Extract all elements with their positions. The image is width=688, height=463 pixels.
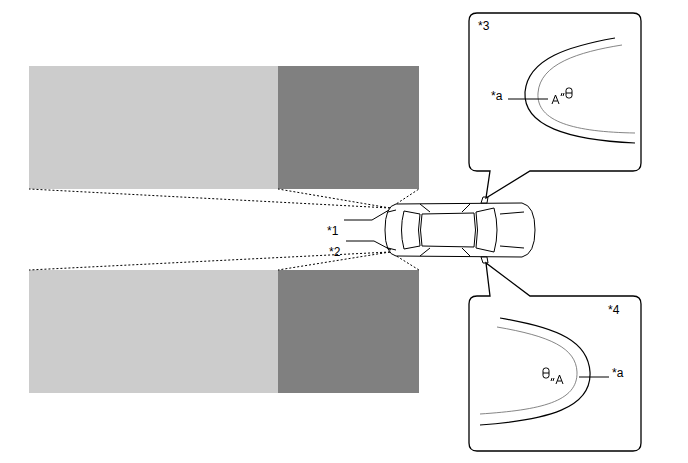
mirror [480,318,590,425]
callout-box [469,13,641,198]
callout-number: *2 [329,245,340,259]
bsm-indicator-symbol [552,88,572,104]
detection-zone [278,270,419,393]
leader-line [508,99,548,100]
detection-zone [278,66,419,189]
part-label: *a [491,89,502,103]
callout-number: *3 [478,19,489,33]
bsm-indicator-symbol [543,368,563,384]
leader-line [344,210,391,250]
detection-zone [29,66,278,189]
callout-number: *1 [327,224,338,238]
mirror [525,38,635,143]
detection-zone [29,270,278,393]
vehicle [385,197,535,263]
radar-range [29,189,419,270]
callout-box [469,263,641,451]
callout-number: *4 [608,303,619,317]
callout-panel: *3 *a [469,13,641,171]
leader-line [579,377,609,378]
part-label: *a [612,366,623,380]
callout-panel: *4 *a [469,296,641,451]
